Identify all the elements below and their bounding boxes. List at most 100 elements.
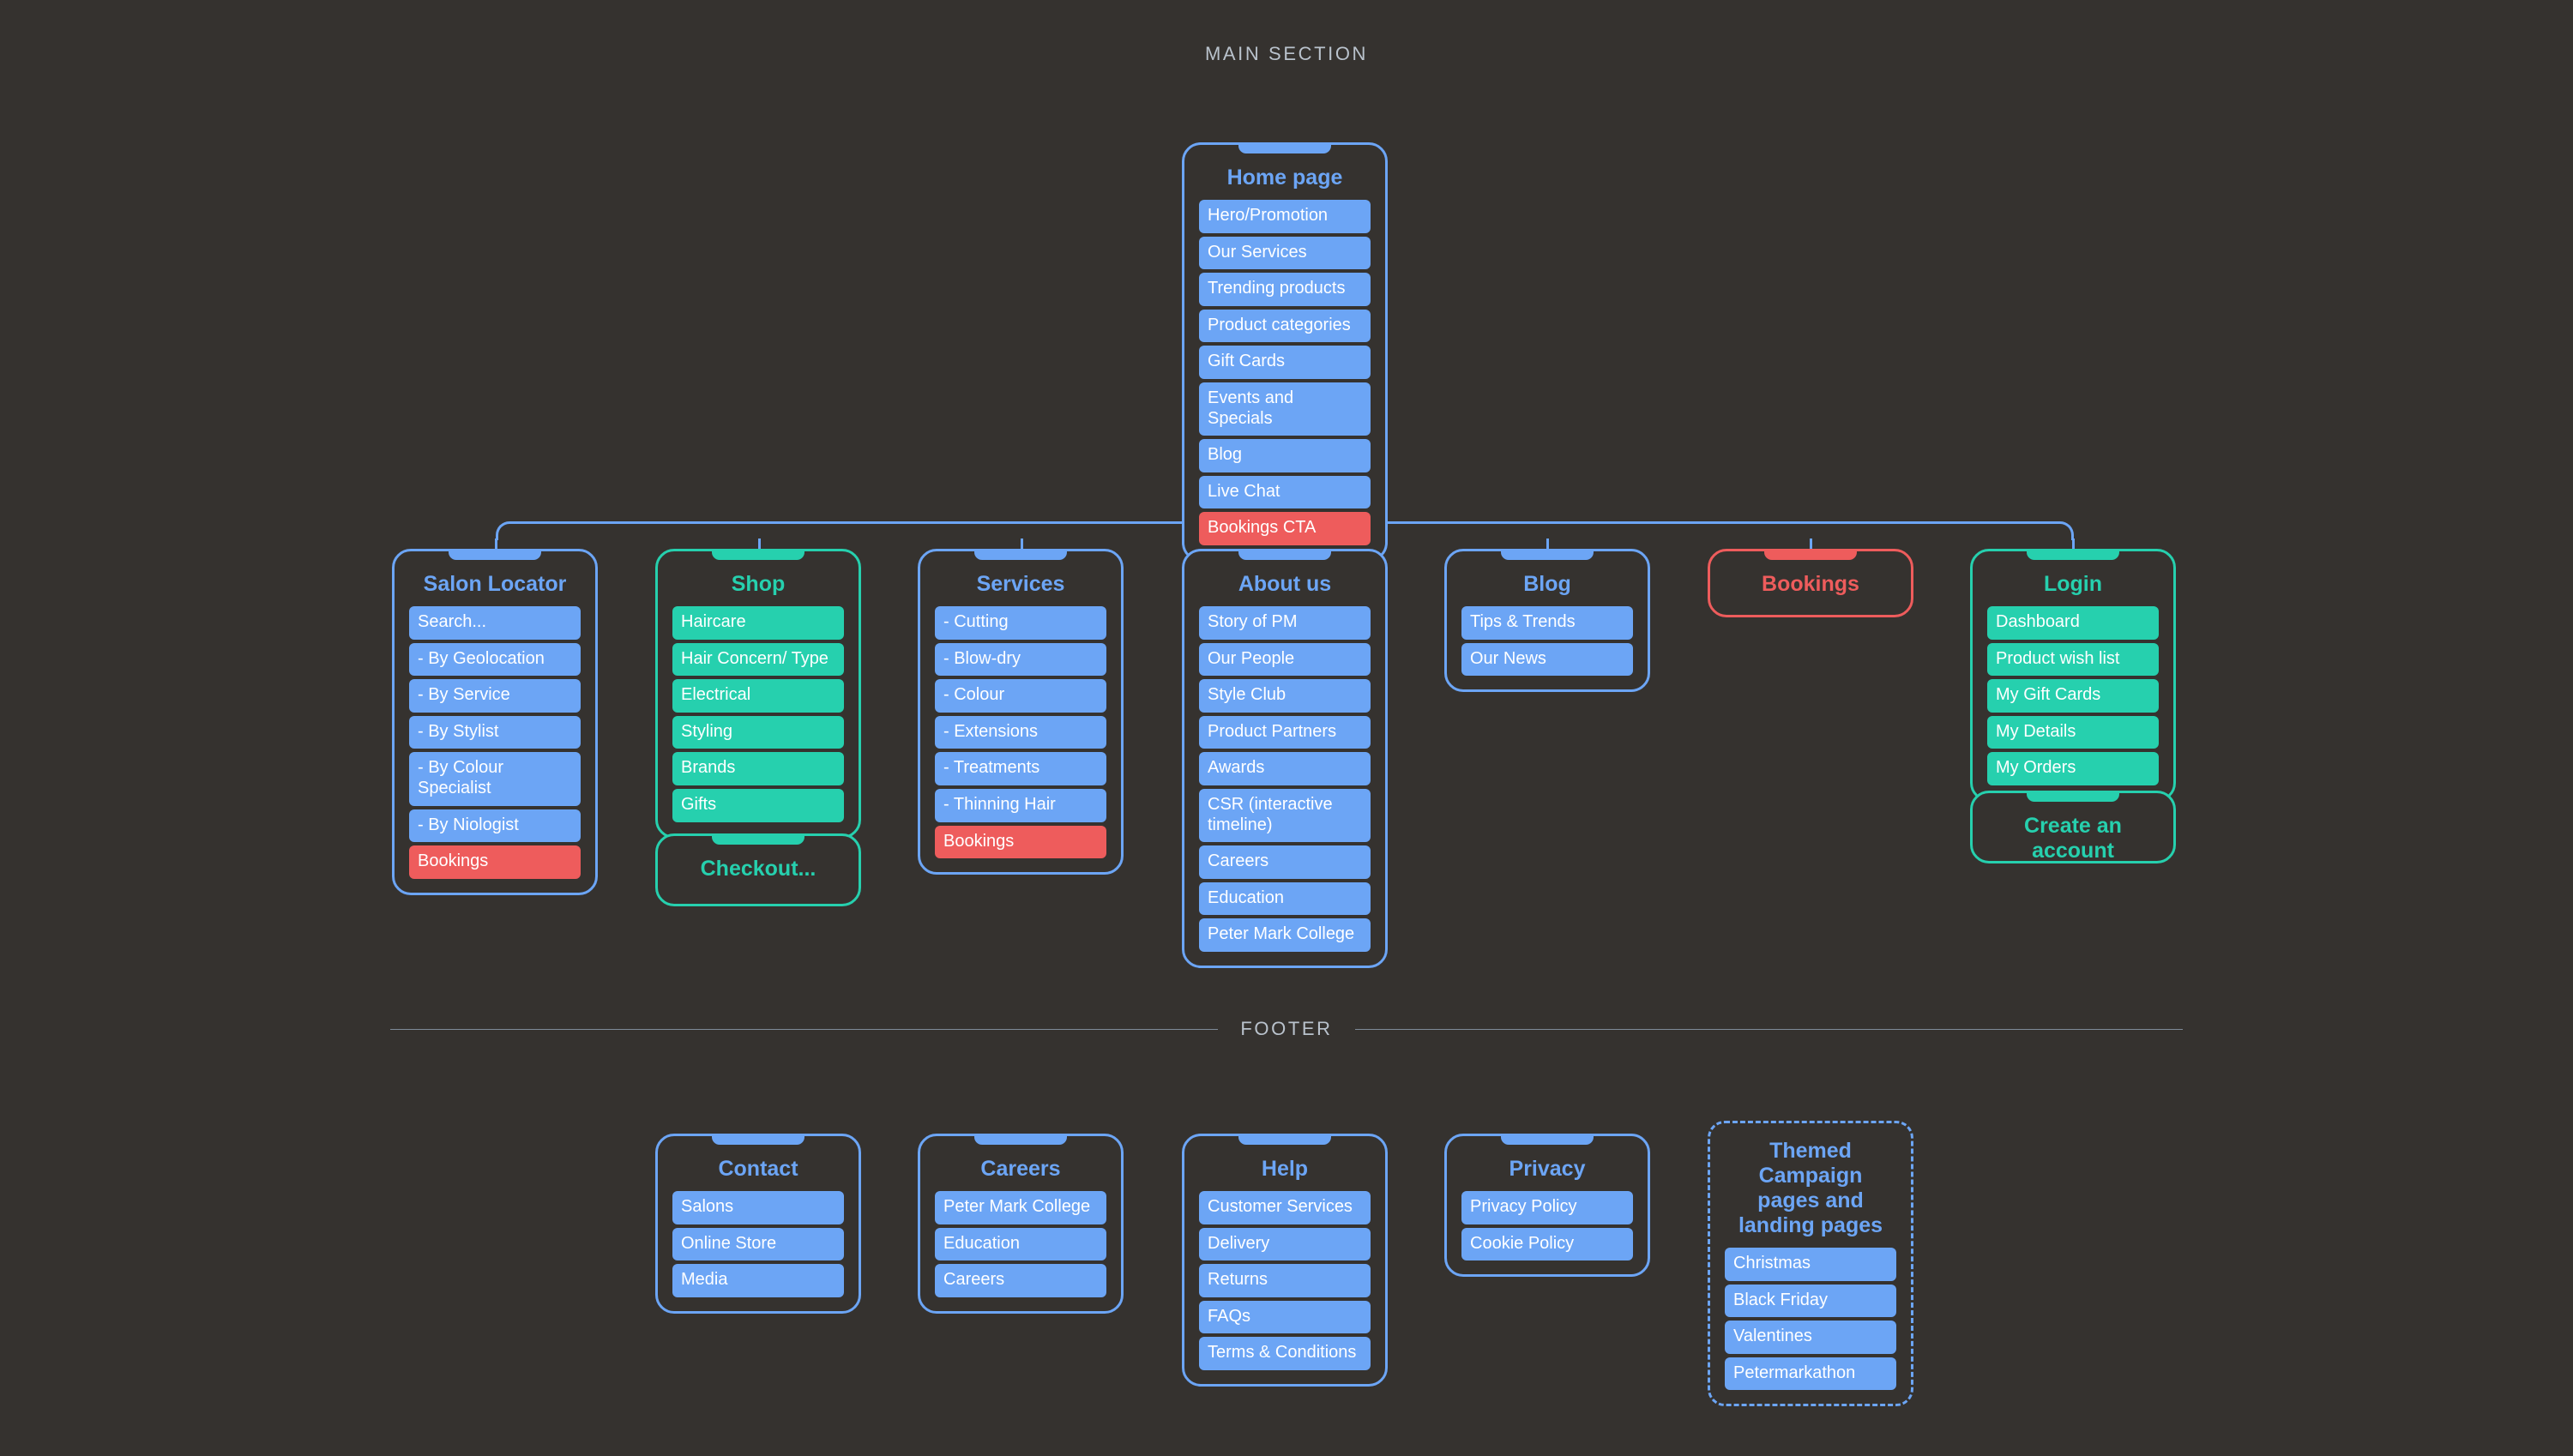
list-item[interactable]: - By Niologist: [409, 809, 581, 843]
card-items: Haircare Hair Concern/ Type Electrical S…: [672, 606, 844, 822]
list-item[interactable]: Privacy Policy: [1461, 1191, 1633, 1224]
list-item[interactable]: Live Chat: [1199, 475, 1371, 509]
card-home-page[interactable]: Home page Hero/Promotion Our Services Tr…: [1182, 142, 1388, 562]
card-notch: [712, 549, 804, 560]
list-item[interactable]: Product categories: [1199, 309, 1371, 343]
list-item[interactable]: Tips & Trends: [1461, 606, 1633, 640]
card-items: Search... - By Geolocation - By Service …: [409, 606, 581, 879]
connector-drop-shop: [758, 538, 761, 557]
card-title: Privacy: [1509, 1157, 1586, 1181]
list-item[interactable]: Our People: [1199, 642, 1371, 677]
list-item[interactable]: Haircare: [672, 606, 844, 640]
list-item[interactable]: - Treatments: [935, 752, 1106, 785]
list-item[interactable]: Education: [935, 1227, 1106, 1261]
list-item[interactable]: Returns: [1199, 1264, 1371, 1297]
list-item[interactable]: Gift Cards: [1199, 346, 1371, 379]
list-item[interactable]: Events and Specials: [1199, 382, 1371, 436]
list-item[interactable]: Search...: [409, 606, 581, 640]
list-item[interactable]: - Cutting: [935, 606, 1106, 640]
list-item[interactable]: Black Friday: [1725, 1284, 1896, 1318]
list-item[interactable]: My Details: [1987, 715, 2159, 749]
card-shop[interactable]: Shop Haircare Hair Concern/ Type Electri…: [655, 549, 861, 839]
list-item[interactable]: Brands: [672, 752, 844, 785]
card-items: Dashboard Product wish list My Gift Card…: [1987, 606, 2159, 785]
card-title: Login: [2043, 572, 2103, 596]
list-item[interactable]: - Thinning Hair: [935, 788, 1106, 822]
divider-line-left: [390, 1028, 1219, 1030]
card-notch: [1501, 549, 1594, 560]
list-item[interactable]: Christmas: [1725, 1248, 1896, 1281]
list-item[interactable]: Customer Services: [1199, 1191, 1371, 1224]
card-help[interactable]: Help Customer Services Delivery Returns …: [1182, 1134, 1388, 1387]
card-notch: [974, 549, 1067, 560]
card-items: Hero/Promotion Our Services Trending pro…: [1199, 200, 1371, 545]
list-item[interactable]: Peter Mark College: [1199, 918, 1371, 952]
list-item[interactable]: My Orders: [1987, 752, 2159, 785]
list-item[interactable]: FAQs: [1199, 1300, 1371, 1334]
list-item[interactable]: Delivery: [1199, 1227, 1371, 1261]
connector-drop-login: [2072, 538, 2075, 557]
card-notch: [974, 1134, 1067, 1145]
card-title: Bookings: [1762, 572, 1859, 596]
list-item[interactable]: Education: [1199, 881, 1371, 916]
card-blog[interactable]: Blog Tips & Trends Our News: [1444, 549, 1650, 693]
list-item-bookings[interactable]: Bookings: [409, 845, 581, 879]
list-item[interactable]: Cookie Policy: [1461, 1227, 1633, 1261]
list-item[interactable]: Careers: [1199, 845, 1371, 879]
list-item[interactable]: Product wish list: [1987, 642, 2159, 677]
list-item[interactable]: - Colour: [935, 679, 1106, 713]
list-item[interactable]: - Extensions: [935, 715, 1106, 749]
card-notch: [1238, 142, 1331, 153]
card-bookings[interactable]: Bookings: [1708, 549, 1913, 617]
list-item[interactable]: Hair Concern/ Type: [672, 642, 844, 677]
list-item[interactable]: Electrical: [672, 679, 844, 713]
list-item[interactable]: Peter Mark College: [935, 1191, 1106, 1224]
list-item[interactable]: Blog: [1199, 439, 1371, 472]
list-item[interactable]: Our Services: [1199, 236, 1371, 270]
list-item[interactable]: Salons: [672, 1191, 844, 1224]
card-title: Salon Locator: [423, 572, 567, 596]
card-privacy[interactable]: Privacy Privacy Policy Cookie Policy: [1444, 1134, 1650, 1278]
list-item[interactable]: Hero/Promotion: [1199, 200, 1371, 233]
list-item[interactable]: Dashboard: [1987, 606, 2159, 640]
list-item[interactable]: Our News: [1461, 642, 1633, 677]
card-themed-campaign-pages[interactable]: Themed Campaign pages and landing pages …: [1708, 1121, 1913, 1407]
list-item[interactable]: Petermarkathon: [1725, 1357, 1896, 1391]
list-item[interactable]: - By Stylist: [409, 715, 581, 749]
card-notch: [1501, 1134, 1594, 1145]
list-item[interactable]: Online Store: [672, 1227, 844, 1261]
list-item[interactable]: - By Colour Specialist: [409, 752, 581, 806]
list-item-bookings-cta[interactable]: Bookings CTA: [1199, 512, 1371, 545]
list-item[interactable]: Careers: [935, 1264, 1106, 1297]
list-item-bookings[interactable]: Bookings: [935, 825, 1106, 859]
card-careers[interactable]: Careers Peter Mark College Education Car…: [918, 1134, 1124, 1314]
list-item[interactable]: Media: [672, 1264, 844, 1297]
list-item[interactable]: Awards: [1199, 752, 1371, 785]
list-item[interactable]: Styling: [672, 715, 844, 749]
list-item[interactable]: Gifts: [672, 788, 844, 822]
card-login[interactable]: Login Dashboard Product wish list My Gif…: [1970, 549, 2176, 802]
list-item[interactable]: Style Club: [1199, 679, 1371, 713]
list-item[interactable]: Product Partners: [1199, 715, 1371, 749]
connector-drop-bookings: [1810, 538, 1812, 557]
list-item[interactable]: - By Service: [409, 679, 581, 713]
list-item[interactable]: Story of PM: [1199, 606, 1371, 640]
card-title: Shop: [731, 572, 786, 596]
card-about-us[interactable]: About us Story of PM Our People Style Cl…: [1182, 549, 1388, 968]
list-item[interactable]: Terms & Conditions: [1199, 1337, 1371, 1370]
list-item[interactable]: Trending products: [1199, 273, 1371, 306]
card-salon-locator[interactable]: Salon Locator Search... - By Geolocation…: [392, 549, 598, 895]
card-items: Christmas Black Friday Valentines Peterm…: [1725, 1248, 1896, 1391]
list-item[interactable]: My Gift Cards: [1987, 679, 2159, 713]
card-title: Checkout...: [700, 857, 816, 881]
card-title: Blog: [1523, 572, 1571, 596]
card-checkout[interactable]: Checkout...: [655, 833, 861, 906]
card-services[interactable]: Services - Cutting - Blow-dry - Colour -…: [918, 549, 1124, 875]
list-item[interactable]: CSR (interactive timeline): [1199, 788, 1371, 843]
card-create-an-account[interactable]: Create an account: [1970, 791, 2176, 863]
list-item[interactable]: - By Geolocation: [409, 642, 581, 677]
list-item[interactable]: - Blow-dry: [935, 642, 1106, 677]
card-contact[interactable]: Contact Salons Online Store Media: [655, 1134, 861, 1314]
list-item[interactable]: Valentines: [1725, 1321, 1896, 1354]
